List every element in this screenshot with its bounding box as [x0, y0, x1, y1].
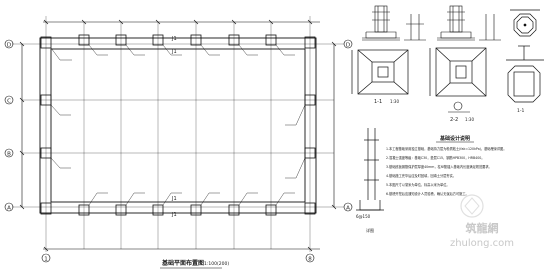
design-notes: 基础设计说明 1.本工程基础采用独立基础，基础持力层为粉质粘土(fak=120k… [386, 135, 506, 196]
section-1-label: 1-1 [374, 99, 382, 105]
axis-bubbles-bottom: 1 8 [41, 253, 315, 263]
elevation-detail-3 [437, 5, 475, 41]
axis-label-c: C [7, 99, 11, 105]
axis-label-8: 8 [308, 257, 312, 263]
section-2-label: 2-2 [450, 117, 458, 123]
elevation-detail-2 [404, 14, 426, 41]
elevation-detail-4 [479, 14, 501, 41]
notes-title: 基础设计说明 [439, 135, 470, 142]
elevation-detail-1 [362, 5, 400, 41]
ground-beam [39, 37, 317, 214]
plan-title: 基础平面布置图 [161, 259, 204, 267]
step-detail [356, 128, 384, 211]
dimension-ticks [19, 19, 337, 252]
plan-scale: 1:100(200) [204, 261, 229, 267]
note-line-5: 5.本图尺寸以毫米为单位，标高以米为单位。 [386, 182, 450, 187]
note-line-2: 2.混凝土强度等级：基础C30，垫层C15，钢筋HPB300，HRB400。 [386, 155, 484, 160]
footing-label-bottom-2: J1 [171, 212, 177, 218]
footing-plan-view-1 [351, 49, 409, 95]
note-line-6: 6.基槽开挖后应通知设计人员验槽，确认无误后方可施工。 [386, 191, 469, 196]
column-reinforcement-detail [506, 45, 544, 103]
footing-plan-view-2 [429, 47, 487, 97]
grid-lines-vertical [45, 16, 311, 252]
axis-label-a-right: A [346, 206, 350, 212]
foundation-plan: D C B A D A 1 8 J1 J1 J1 J1 基础平面布置图 [4, 16, 353, 269]
column-section-label: 1-1 [517, 108, 524, 114]
axis-label-a: A [7, 206, 11, 212]
footing-label-top-1: J1 [171, 36, 177, 42]
note-line-1: 1.本工程基础采用独立基础，基础持力层为粉质粘土(fak=120kPa)，基础埋… [386, 146, 506, 151]
axis-bubbles-left: D C B A [4, 39, 14, 212]
section-2-marker [448, 101, 470, 113]
footings-top-row [40, 34, 316, 49]
axis-label-1: 1 [44, 257, 48, 263]
footing-detail-sections: 1-1 1:30 2-2 1:30 1-1 [351, 5, 544, 123]
axis-bubbles-right: D A [343, 39, 353, 212]
footing-label-top-2: J1 [171, 49, 177, 55]
axis-label-d: D [7, 43, 11, 49]
column-section-detail [510, 9, 540, 37]
grid-lines-horizontal [12, 43, 344, 208]
section-2-scale: 1:30 [465, 117, 474, 122]
section-1-scale: 1:30 [390, 99, 399, 104]
footings-side [40, 94, 316, 159]
note-line-4: 4.基础施工完毕后应及时回填，回填土分层夯实。 [386, 173, 456, 178]
footing-leaders [50, 44, 306, 206]
detail-label: 6@150 [356, 214, 371, 219]
footings-bottom-row [40, 202, 316, 216]
axis-label-b: B [7, 152, 11, 158]
detail-caption: 详图 [366, 227, 374, 233]
axis-label-d-right: D [346, 43, 350, 49]
note-line-3: 3.基础底板钢筋保护层厚度40mm，柱纵筋锚入基础内长度满足规范要求。 [386, 164, 492, 169]
footing-label-bottom-1: J1 [171, 196, 177, 202]
